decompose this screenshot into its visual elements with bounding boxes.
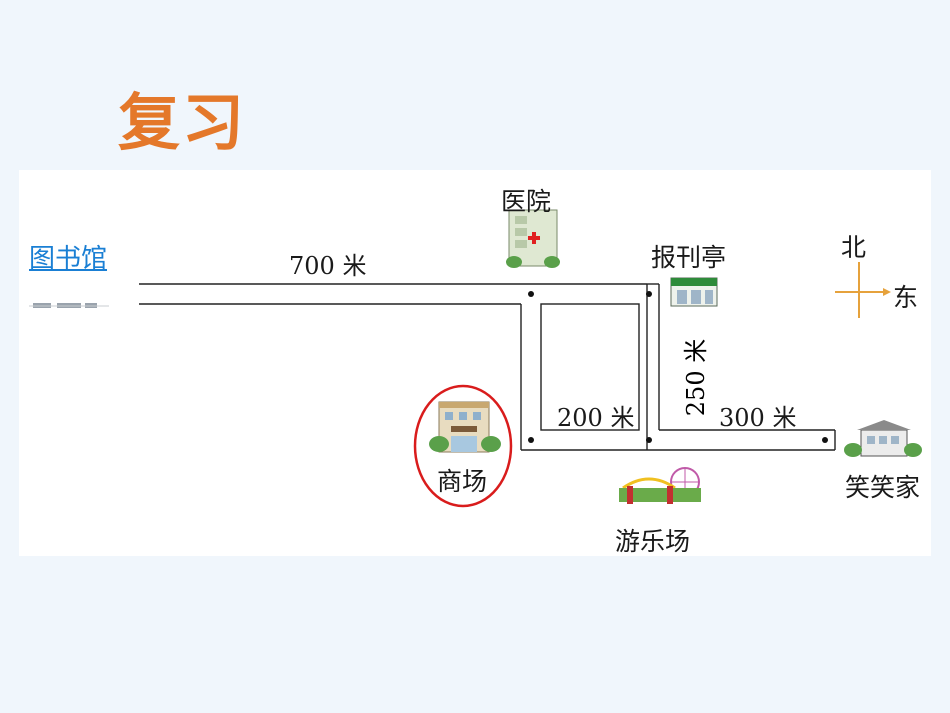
distance-label-300: 300 米 (719, 404, 797, 432)
newsstand-icon (670, 277, 718, 307)
slide-title: 复习 (118, 86, 247, 159)
place-label-newsstand: 报刊亭 (651, 243, 727, 272)
place-label-amusement-park: 游乐场 (615, 527, 691, 556)
library-link[interactable]: 图书馆 (29, 244, 108, 274)
distance-label-200: 200 米 (557, 404, 635, 432)
compass-icon (835, 262, 891, 318)
place-label-home: 笑笑家 (845, 473, 921, 502)
mall-icon (429, 401, 501, 453)
roads (139, 283, 836, 451)
distance-label-250: 250 米 (682, 338, 711, 417)
library-icon (29, 303, 109, 308)
place-label-mall: 商场 (437, 467, 488, 496)
place-label-hospital: 医院 (501, 187, 552, 216)
route-map: 图书馆 700 米 医院 报刊亭 北 东 250 米 200 米 300 米 商… (19, 170, 931, 556)
mall-highlight-circle (413, 384, 513, 508)
junction-dots (528, 291, 828, 443)
compass-north-label: 北 (841, 233, 867, 262)
compass-east-label: 东 (893, 283, 919, 312)
road-network (29, 209, 922, 508)
amusement-park-icon (619, 467, 701, 504)
hospital-icon (506, 209, 560, 268)
distance-label-700: 700 米 (289, 252, 367, 280)
home-icon (844, 420, 922, 457)
